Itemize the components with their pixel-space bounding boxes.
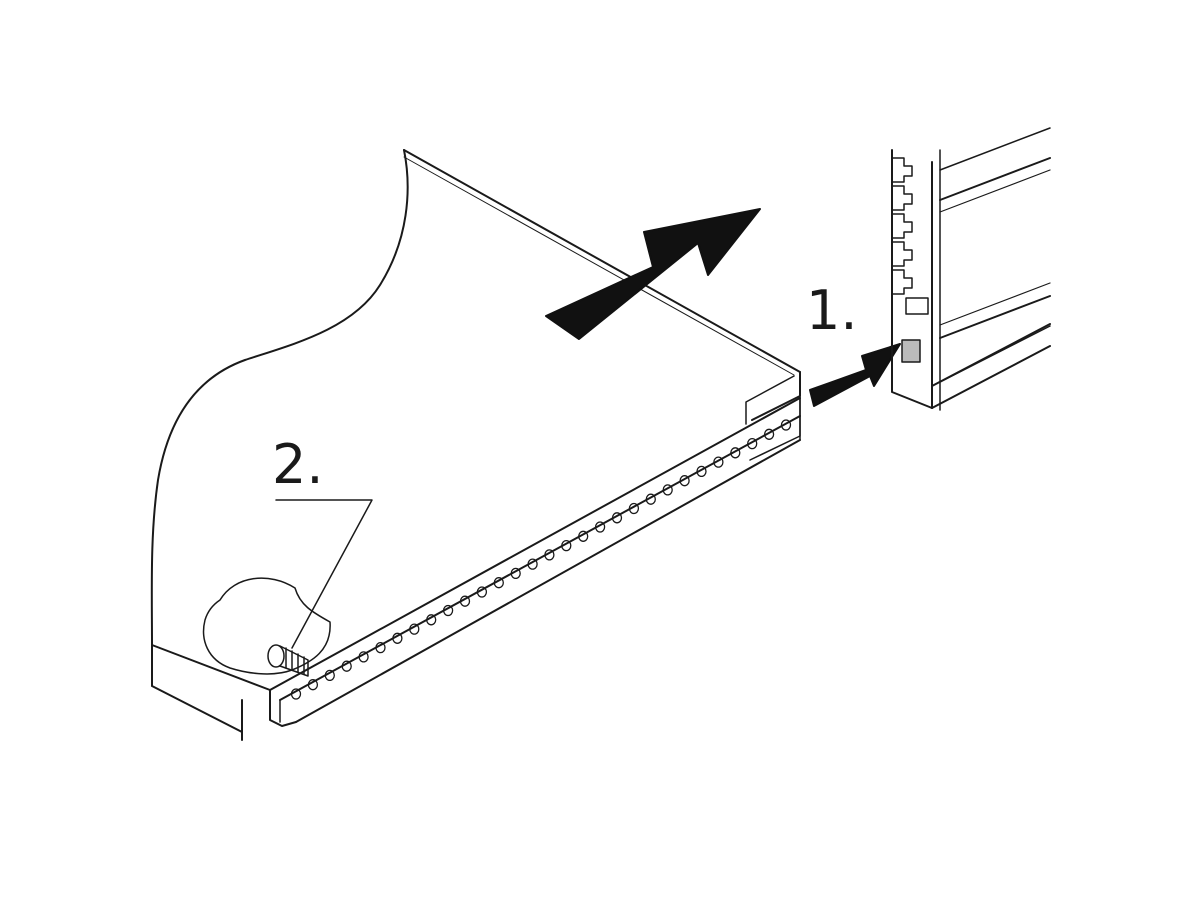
rail-hole: [679, 475, 690, 487]
sheet-cut-edge: [150, 149, 409, 646]
profile-notch: [891, 185, 913, 211]
profile-notch: [891, 269, 913, 295]
rail-hole: [442, 604, 454, 617]
screw-icon: [267, 644, 309, 677]
direction-arrow-icon: [545, 208, 761, 340]
rail-hole: [611, 512, 623, 524]
rail-hole: [578, 530, 589, 542]
rail-hole: [747, 437, 758, 450]
rail-hole: [561, 539, 572, 552]
rail-hole: [594, 521, 606, 533]
rail-hole: [307, 679, 319, 691]
rail-hole: [645, 493, 656, 505]
rail-hole: [763, 428, 775, 440]
profile-notch: [891, 213, 913, 239]
step-2-label: 2.: [272, 433, 324, 496]
profile-slot: [905, 297, 929, 315]
rail-hole: [527, 558, 538, 570]
rail-hole: [341, 660, 352, 672]
rail-hole: [409, 623, 420, 635]
rail-hole: [290, 688, 302, 700]
perforated-rail: [269, 397, 801, 727]
rail-hole: [780, 419, 792, 431]
rail-hole: [696, 465, 707, 478]
rail-hole: [510, 567, 521, 580]
rail-hole: [493, 577, 504, 589]
profile-insert: [901, 339, 921, 363]
profile-notch: [891, 157, 913, 183]
step2-leader: [275, 499, 373, 649]
rail-hole: [730, 447, 741, 459]
rail-hole: [392, 632, 403, 644]
cutaway-blob: [202, 577, 331, 675]
rail-hole: [375, 641, 386, 654]
rail-hole: [426, 614, 437, 626]
rail-hole: [713, 456, 724, 468]
rail-hole: [324, 669, 335, 682]
rail-hole: [628, 502, 640, 515]
rail-hole: [476, 586, 488, 598]
rail-hole: [459, 595, 471, 607]
rail-hole: [662, 484, 673, 496]
rail-hole: [544, 549, 555, 561]
rail-holes: [290, 419, 792, 700]
rail-hole: [358, 651, 369, 663]
step-1-label: 1.: [806, 279, 858, 342]
step1-arrow-icon: [809, 343, 901, 407]
profile-notches: [891, 157, 913, 295]
panel-fold: [151, 644, 271, 741]
frame-profile-icon: [891, 127, 1051, 411]
profile-notch: [891, 241, 913, 267]
